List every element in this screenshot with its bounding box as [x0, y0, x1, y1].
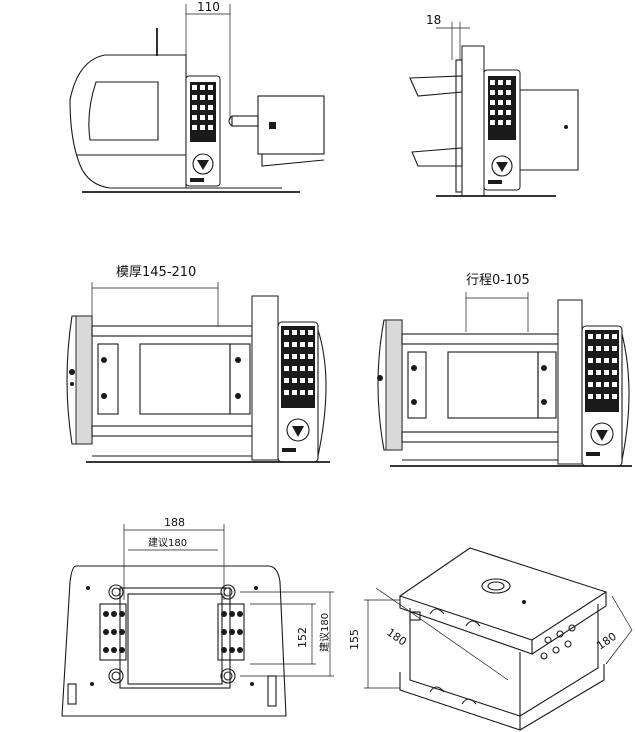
- dim-155-label: 155: [348, 629, 361, 650]
- dim-188-label: 188: [164, 516, 185, 529]
- brand-logo-1: [190, 178, 204, 182]
- panel-stroke: 行程0-105: [377, 273, 632, 467]
- dim-180-left-label: 180: [384, 626, 409, 649]
- dim-18-label: 18: [426, 13, 441, 27]
- panel-mold-isometric: 155 180 180: [348, 547, 633, 731]
- panel-side-view-18: 18: [409, 13, 579, 197]
- mold-thickness-label: 模厚145-210: [116, 265, 196, 280]
- panel-platen-front: 188 建议180 152: [61, 516, 334, 717]
- suggest-180-v-label: 建议180: [318, 613, 331, 652]
- suggest-180-h-label: 建议180: [148, 536, 187, 549]
- dim-152-label: 152: [296, 627, 309, 648]
- panel-mold-thickness: 模厚145-210: [66, 265, 330, 463]
- stroke-label: 行程0-105: [466, 273, 530, 288]
- panel-side-view-110: 110: [69, 0, 325, 193]
- keypad-1: [190, 82, 216, 142]
- dim-110-label: 110: [197, 0, 220, 14]
